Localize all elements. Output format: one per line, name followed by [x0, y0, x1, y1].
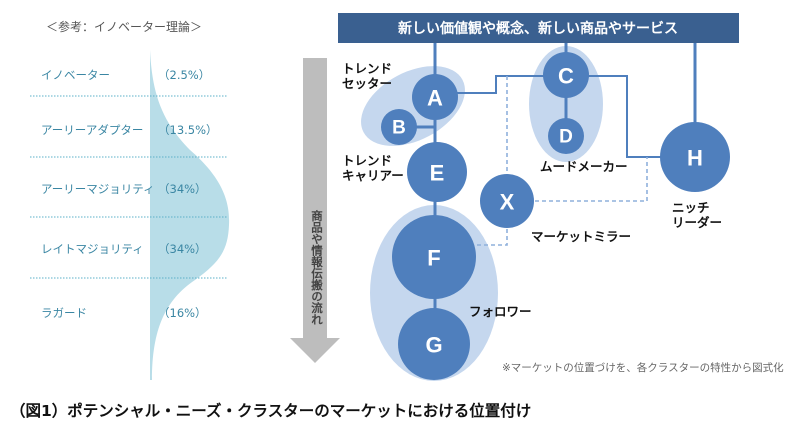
- segment-percent: （13.5%）: [158, 123, 218, 137]
- segment-label: レイトマジョリティ: [41, 242, 144, 256]
- trend-carrier-line2: キャリアー: [342, 168, 404, 183]
- reference-title: ＜参考：イノベーター理論＞: [46, 20, 203, 34]
- node-x-label: X: [500, 190, 515, 215]
- node-b-label: B: [392, 118, 406, 139]
- segment-label: ラガード: [41, 306, 87, 320]
- trend-setter-line1: トレンド: [342, 61, 393, 76]
- segment-percent: （34%）: [158, 182, 207, 196]
- node-a: [412, 74, 458, 120]
- node-b: [381, 109, 417, 145]
- node-d: [548, 118, 584, 154]
- node-g-label: G: [425, 333, 442, 358]
- top-bar-text: 新しい価値観や概念、新しい商品やサービス: [398, 20, 678, 37]
- node-f-label: F: [427, 246, 440, 271]
- node-d-label: D: [559, 127, 573, 148]
- node-g: [398, 308, 470, 380]
- top-bar: [338, 13, 739, 43]
- trend-carrier-line1: トレンド: [342, 153, 393, 168]
- niche-leader-line1: ニッチ: [672, 200, 710, 215]
- trend-setter-label: トレンド セッター: [342, 61, 392, 91]
- segment-percent: （34%）: [158, 242, 207, 256]
- node-f: [392, 215, 476, 299]
- node-h: [660, 122, 730, 192]
- node-e: [407, 142, 467, 202]
- segment-percent: （2.5%）: [158, 68, 211, 82]
- segment-percent: （16%）: [158, 306, 207, 320]
- flow-arrow-label: 商品や情報伝搬の流れ: [310, 210, 324, 325]
- trend-setter-line2: セッター: [342, 76, 393, 91]
- figure-caption: （図1）ポテンシャル・ニーズ・クラスターのマーケットにおける位置付け: [10, 402, 532, 420]
- mood-maker-label: ムードメーカー: [540, 159, 628, 174]
- node-h-label: H: [687, 146, 703, 171]
- bell-curve: [150, 50, 230, 380]
- node-e-label: E: [430, 161, 445, 186]
- node-c-label: C: [558, 64, 574, 89]
- node-x: [480, 174, 534, 228]
- node-a-label: A: [427, 86, 443, 111]
- follower-label: フォロワー: [469, 304, 532, 319]
- node-c: [543, 52, 589, 98]
- flow-arrow: [290, 58, 340, 363]
- segment-label: イノベーター: [41, 68, 110, 82]
- trend-carrier-label: トレンド キャリアー: [342, 153, 404, 183]
- niche-leader-label: ニッチ リーダー: [672, 200, 722, 230]
- niche-leader-line2: リーダー: [672, 215, 723, 230]
- segment-label: アーリーマジョリティ: [41, 182, 155, 196]
- market-mirror-label: マーケットミラー: [531, 229, 632, 244]
- footnote: ※マーケットの位置づけを、各クラスターの特性から図式化: [502, 362, 784, 374]
- segment-label: アーリーアダプター: [41, 123, 144, 137]
